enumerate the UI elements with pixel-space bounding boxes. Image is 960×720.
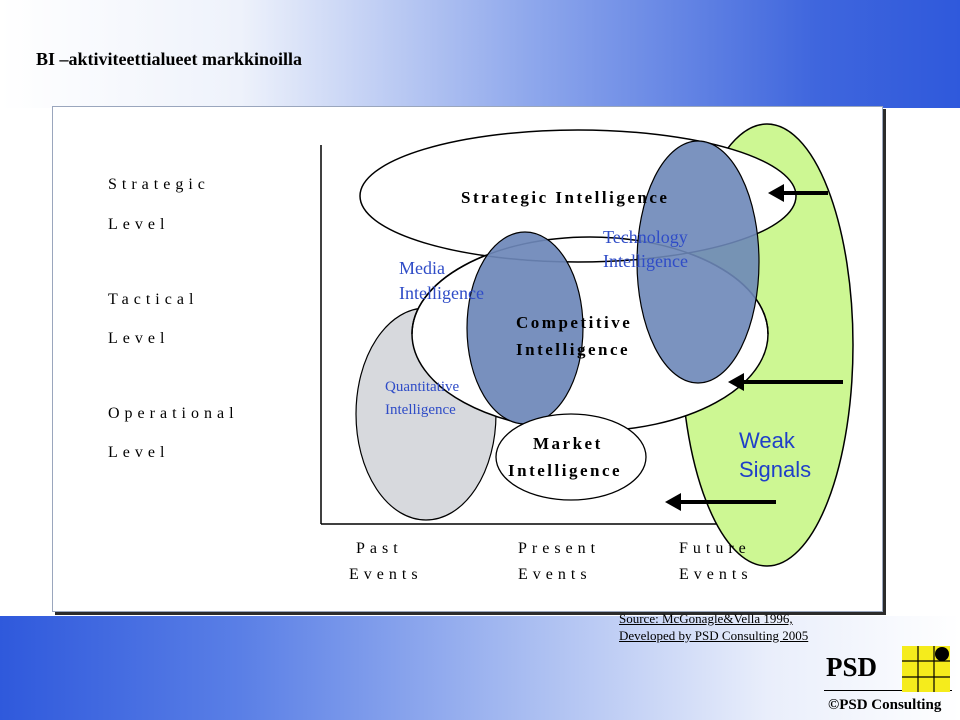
market-intelligence-label-2: Intelligence — [508, 461, 622, 480]
event-present-label-2: Events — [518, 566, 592, 583]
event-past-label-2: Events — [349, 566, 423, 583]
level-strategic-label: Strategic — [108, 176, 210, 193]
header-band — [0, 0, 960, 108]
level-tactical-label: Tactical — [108, 291, 199, 308]
market-intelligence-ellipse — [495, 413, 647, 501]
level-operational-label-2: Level — [108, 444, 170, 461]
technology-intelligence-ellipse — [636, 140, 760, 384]
arrow-operational-icon — [728, 373, 843, 391]
logo-divider — [824, 690, 952, 691]
event-future-label: Future — [679, 540, 751, 557]
page-title: BI –aktiviteettialueet markkinoilla — [36, 49, 302, 69]
competitive-intelligence-label: Competitive — [516, 313, 632, 332]
arrow-future-icon — [665, 493, 776, 511]
level-tactical-label-2: Level — [108, 330, 170, 347]
media-intelligence-label-2: Intelligence — [399, 283, 484, 303]
strategic-intelligence-label: Strategic Intelligence — [461, 188, 669, 207]
psd-logo-text: PSD — [826, 652, 878, 682]
competitive-intelligence-label-2: Intelligence — [516, 340, 630, 359]
technology-intelligence-label: Technology — [603, 227, 688, 247]
source-line-2: Developed by PSD Consulting 2005 — [619, 628, 809, 643]
technology-intelligence-label-2: Intelligence — [603, 251, 688, 271]
event-present-label: Present — [518, 540, 601, 557]
weak-signals-label-2: Signals — [739, 457, 811, 482]
psd-logo-icon — [902, 646, 950, 692]
source-line-1: Source: McGonagle&Vella 1996, — [619, 611, 793, 626]
footer-band — [0, 616, 960, 720]
event-past-label: Past — [356, 540, 403, 557]
level-operational-label: Operational — [108, 405, 239, 422]
media-intelligence-label: Media — [399, 258, 445, 278]
arrow-strategic-icon — [768, 184, 828, 202]
level-strategic-label-2: Level — [108, 216, 170, 233]
weak-signals-label: Weak — [739, 428, 796, 453]
quantitative-intelligence-label: Quantitative — [385, 379, 459, 395]
copyright-text: ©PSD Consulting — [828, 697, 942, 713]
quantitative-intelligence-label-2: Intelligence — [385, 402, 456, 418]
source-note: Source: McGonagle&Vella 1996, Developed … — [619, 610, 808, 644]
market-intelligence-label: Market — [533, 434, 603, 453]
event-future-label-2: Events — [679, 566, 753, 583]
